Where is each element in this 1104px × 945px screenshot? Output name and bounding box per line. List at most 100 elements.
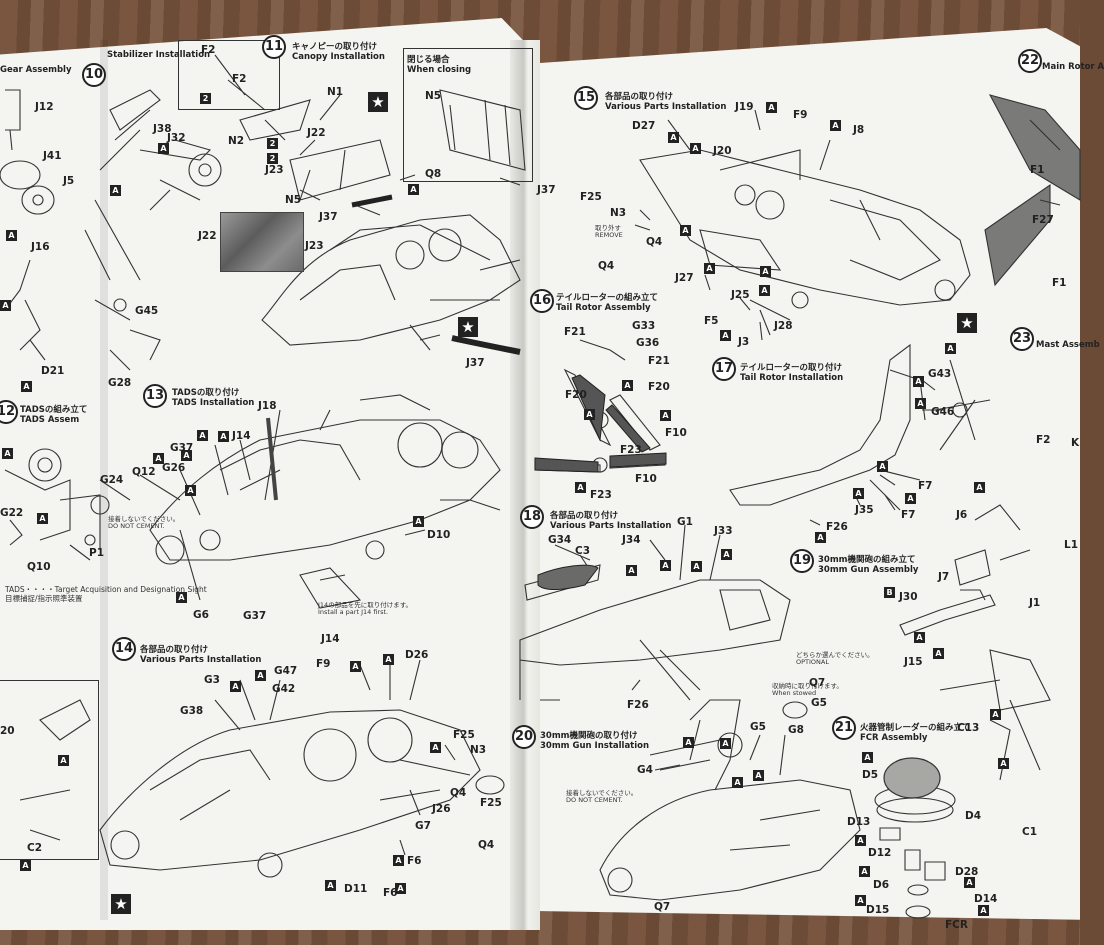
- part-label: F1: [1030, 164, 1045, 176]
- part-label: D10: [427, 529, 451, 541]
- part-label: G37: [243, 610, 267, 622]
- part-label: J22: [307, 127, 326, 139]
- paint-badge: A: [759, 285, 770, 296]
- part-label: F21: [564, 326, 586, 338]
- part-label: F7: [918, 480, 933, 492]
- part-label: Q8: [425, 168, 442, 180]
- paint-badge: A: [626, 565, 637, 576]
- step-20-header: 20: [512, 725, 536, 749]
- part-label: F26: [826, 521, 848, 533]
- part-label: N3: [610, 207, 627, 219]
- part-label: J35: [855, 504, 874, 516]
- part-label: F5: [704, 315, 719, 327]
- part-label: G43: [928, 368, 952, 380]
- when-stowed-note: 収納時に取り付けます。 When stowed: [772, 682, 843, 697]
- paint-badge: A: [753, 770, 764, 781]
- paint-badge: A: [760, 266, 771, 277]
- part-label: G47: [274, 665, 298, 677]
- part-label: 20: [0, 725, 15, 737]
- paint-badge: A: [905, 493, 916, 504]
- part-label: F7: [901, 509, 916, 521]
- paint-badge: 2: [200, 93, 211, 104]
- star-symbol: ★: [368, 92, 388, 112]
- paint-badge: A: [855, 895, 866, 906]
- part-label: G8: [788, 724, 804, 736]
- part-label: J41: [43, 150, 62, 162]
- paint-badge: A: [218, 431, 229, 442]
- part-label: G26: [162, 462, 186, 474]
- part-label: F2: [232, 73, 247, 85]
- part-label: J3: [738, 336, 750, 348]
- part-label: G5: [750, 721, 766, 733]
- canopy-detail-box: [178, 40, 280, 110]
- part-label: L1: [1064, 539, 1078, 551]
- part-label: P1: [89, 547, 105, 559]
- paint-badge: A: [584, 409, 595, 420]
- part-label: F6: [407, 855, 422, 867]
- part-label: J28: [774, 320, 793, 332]
- part-label: F9: [793, 109, 808, 121]
- part-label: J30: [899, 591, 918, 603]
- part-label: J37: [466, 357, 485, 369]
- part-label: D26: [405, 649, 429, 661]
- part-label: F20: [565, 389, 587, 401]
- part-label: G1: [677, 516, 693, 528]
- part-c3-panel: [537, 564, 599, 590]
- paint-badge: A: [964, 877, 975, 888]
- part-label: F25: [453, 729, 475, 741]
- step-23-title: Mast Assemb: [1036, 340, 1100, 350]
- tail-rotor-blade-lower: [609, 452, 667, 468]
- part-label: N5: [425, 90, 442, 102]
- paint-badge: A: [20, 860, 31, 871]
- part-label: F21: [648, 355, 670, 367]
- step-12-header: 12: [0, 400, 18, 424]
- part-label: F6: [383, 887, 398, 899]
- part-label: C13: [957, 722, 980, 734]
- step-17-header: 17: [712, 357, 736, 381]
- part-label: J33: [714, 525, 733, 537]
- part-label: J20: [713, 145, 732, 157]
- fcr-dome-drawing: [883, 757, 941, 799]
- star-symbol: ★: [111, 894, 131, 914]
- part-label: F1: [1052, 277, 1067, 289]
- tail-boom-drawing-step-18: [519, 564, 791, 701]
- do-not-cement-note-20: 接着しないでください。 DO NOT CEMENT.: [566, 789, 638, 804]
- paint-badge: A: [185, 485, 196, 496]
- paint-badge: A: [325, 880, 336, 891]
- paint-badge: A: [0, 300, 11, 311]
- paint-badge: A: [830, 120, 841, 131]
- part-label: D6: [873, 879, 890, 891]
- paint-badge: A: [683, 737, 694, 748]
- helicopter-drawing-step-15: [639, 149, 971, 336]
- paint-badge: A: [933, 648, 944, 659]
- paint-badge: A: [230, 681, 241, 692]
- page-crease-shadow: [100, 40, 108, 920]
- part-label: N5: [285, 194, 302, 206]
- part-label: J26: [432, 803, 451, 815]
- paint-badge: A: [21, 381, 32, 392]
- instruction-sheet-left-page: [0, 18, 528, 930]
- paint-badge: A: [158, 143, 169, 154]
- part-label: D14: [974, 893, 998, 905]
- tail-rotor-blade-right: [605, 404, 651, 453]
- part-label: G3: [204, 674, 220, 686]
- part-j18-strip: [266, 417, 278, 501]
- tail-rotor-blade-left: [534, 457, 599, 473]
- tads-drawing: [4, 448, 110, 561]
- part-label: J27: [675, 272, 694, 284]
- paint-badge: A: [408, 184, 419, 195]
- paint-badge: A: [255, 670, 266, 681]
- part-label: F10: [635, 473, 657, 485]
- paint-badge: A: [877, 461, 888, 472]
- part-label: G46: [931, 406, 955, 418]
- helicopter-drawing-step-13: [149, 394, 501, 609]
- stabilizer-parts-drawing: [84, 89, 222, 371]
- part-label: Q7: [809, 677, 826, 689]
- step-22-title: Main Rotor A: [1042, 62, 1104, 72]
- part-label: Q12: [132, 466, 156, 478]
- paint-badge: A: [945, 343, 956, 354]
